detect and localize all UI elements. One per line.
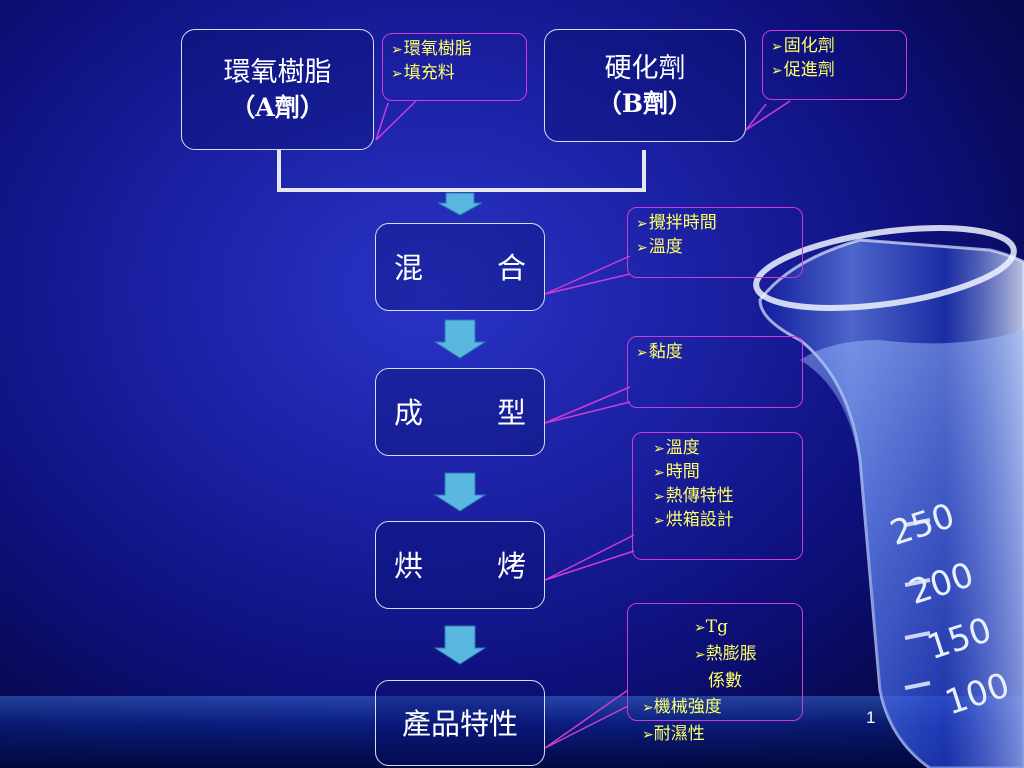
callout-properties-item: ➢耐濕性 [642,724,705,744]
callout-hardener-item: ➢固化劑 [771,36,835,56]
molding-char-2: 型 [496,396,526,430]
callout-pointer-mixing [544,255,631,295]
mixing-char-1: 混 [394,251,424,285]
callout-properties-item: 係數 [708,671,742,691]
molding-char-1: 成 [394,396,424,430]
arrow-to-properties [433,625,487,665]
resin-sublabel: （A劑） [230,92,325,122]
baking-char-1: 烘 [394,549,424,583]
baking-char-2: 烤 [496,549,526,583]
callout-hardener-item: ➢促進劑 [771,60,835,80]
callout-molding-item: ➢黏度 [636,342,683,362]
hardener-sublabel: （B劑） [596,88,694,118]
bullet-icon: ➢ [653,513,665,529]
bullet-icon: ➢ [771,63,783,79]
callout-properties [627,603,803,721]
callout-mixing: ➢攪拌時間 ➢溫度 [627,207,803,278]
reflective-floor [0,696,1024,768]
callout-resin-item: ➢環氧樹脂 [391,39,472,59]
callout-pointer-resin [375,100,417,141]
slide-number: 1 [866,708,876,727]
callout-pointer-molding [544,386,631,424]
arrow-to-molding [433,319,487,359]
callout-properties-item: ➢熱膨脹 [694,644,757,664]
callout-pointer-baking [544,534,635,581]
bullet-icon: ➢ [636,345,648,361]
bullet-icon: ➢ [642,727,654,743]
callout-baking-item: ➢溫度 [653,438,700,458]
resin-label: 環氧樹脂 [223,56,332,88]
arrow-to-mixing [437,192,483,216]
callout-baking: ➢溫度 ➢時間 ➢熱傳特性 ➢烘箱設計 [632,432,803,560]
bullet-icon: ➢ [653,489,665,505]
callout-properties-text: ➢Tg ➢熱膨脹 係數 ➢機械強度 ➢耐濕性 [642,614,802,748]
callout-resin-item: ➢填充料 [391,63,455,83]
bullet-icon: ➢ [653,465,665,481]
molding-box: 成 型 [375,368,545,456]
callout-pointer-properties [544,689,629,749]
callout-properties-item: ➢機械強度 [642,697,722,717]
callout-baking-item: ➢熱傳特性 [653,486,734,506]
product-properties-box: 產品特性 [375,680,545,766]
arrow-to-baking [433,472,487,512]
callout-hardener: ➢固化劑 ➢促進劑 [762,30,907,100]
bullet-icon: ➢ [391,66,403,82]
product-properties-label: 產品特性 [401,707,518,741]
callout-mixing-item: ➢溫度 [636,237,683,257]
bullet-icon: ➢ [653,441,665,457]
callout-properties-item: ➢Tg [694,617,728,637]
callout-molding: ➢黏度 [627,336,803,408]
mixing-box: 混 合 [375,223,545,311]
bullet-icon: ➢ [694,620,706,636]
callout-pointer-hardener [745,100,791,131]
bullet-icon: ➢ [771,39,783,55]
bullet-icon: ➢ [694,647,706,663]
callout-baking-item: ➢時間 [653,462,700,482]
bullet-icon: ➢ [636,240,648,256]
merge-bracket [277,150,646,192]
hardener-label: 硬化劑 [604,52,686,84]
callout-resin: ➢環氧樹脂 ➢填充料 [382,33,527,101]
bullet-icon: ➢ [636,216,648,232]
resin-box: 環氧樹脂 （A劑） [181,29,374,150]
mixing-char-2: 合 [496,251,526,285]
bullet-icon: ➢ [391,42,403,58]
hardener-box: 硬化劑 （B劑） [544,29,746,142]
baking-box: 烘 烤 [375,521,545,609]
callout-baking-item: ➢烘箱設計 [653,510,734,530]
callout-mixing-item: ➢攪拌時間 [636,213,717,233]
bullet-icon: ➢ [642,700,654,716]
